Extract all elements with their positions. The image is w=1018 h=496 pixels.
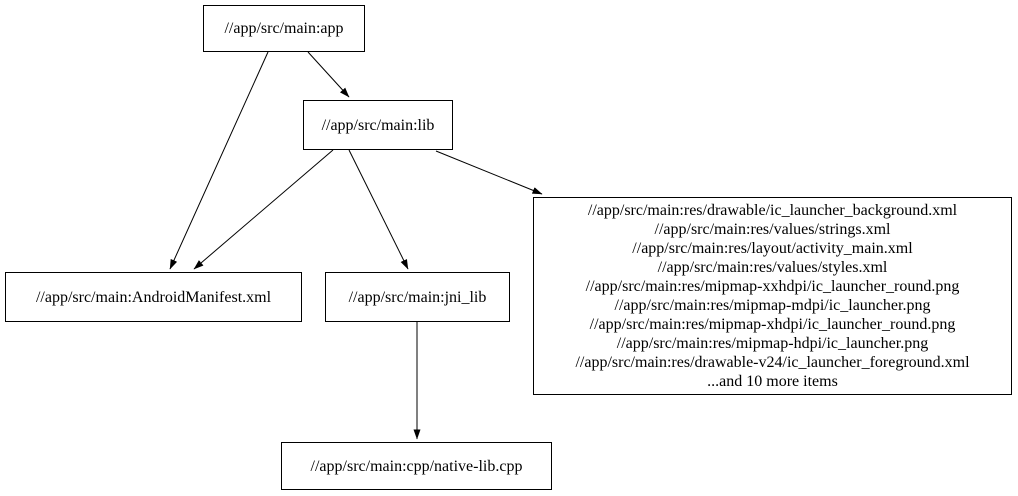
node-resources-file-group: //app/src/main:res/drawable/ic_launcher_… (533, 197, 1012, 395)
edge-app-to-lib (307, 51, 350, 98)
node-jni-lib-label: //app/src/main:jni_lib (348, 288, 487, 306)
node-app: //app/src/main:app (203, 5, 365, 52)
resource-file-label: //app/src/main:res/values/styles.xml (657, 259, 888, 276)
node-native-lib-cpp: //app/src/main:cpp/native-lib.cpp (281, 442, 552, 490)
node-app-label: //app/src/main:app (224, 20, 344, 37)
resource-file-label: //app/src/main:res/mipmap-xhdpi/ic_launc… (589, 316, 956, 333)
resource-file-label: //app/src/main:res/mipmap-xxhdpi/ic_laun… (585, 278, 960, 295)
node-android-manifest: //app/src/main:AndroidManifest.xml (5, 272, 302, 322)
edge-lib-to-jni-lib (348, 149, 409, 270)
node-native-lib-cpp-label: //app/src/main:cpp/native-lib.cpp (310, 457, 523, 475)
edge-lib-to-manifest (193, 149, 334, 270)
resource-file-label: //app/src/main:res/mipmap-hdpi/ic_launch… (616, 335, 929, 352)
resource-file-label: //app/src/main:res/layout/activity_main.… (632, 240, 913, 257)
resource-file-label: //app/src/main:res/mipmap-mdpi/ic_launch… (614, 297, 931, 314)
resource-more-items-label: ...and 10 more items (707, 373, 838, 390)
resource-file-label: //app/src/main:res/drawable-v24/ic_launc… (575, 354, 970, 371)
resource-file-label: //app/src/main:res/drawable/ic_launcher_… (587, 202, 958, 219)
node-lib-label: //app/src/main:lib (321, 116, 435, 134)
edge-lib-to-resources (435, 150, 543, 195)
edge-app-to-manifest (169, 51, 269, 270)
resource-file-label: //app/src/main:res/values/strings.xml (654, 221, 891, 238)
node-lib: //app/src/main:lib (303, 100, 453, 150)
node-jni-lib: //app/src/main:jni_lib (325, 272, 510, 322)
node-android-manifest-label: //app/src/main:AndroidManifest.xml (35, 288, 272, 306)
